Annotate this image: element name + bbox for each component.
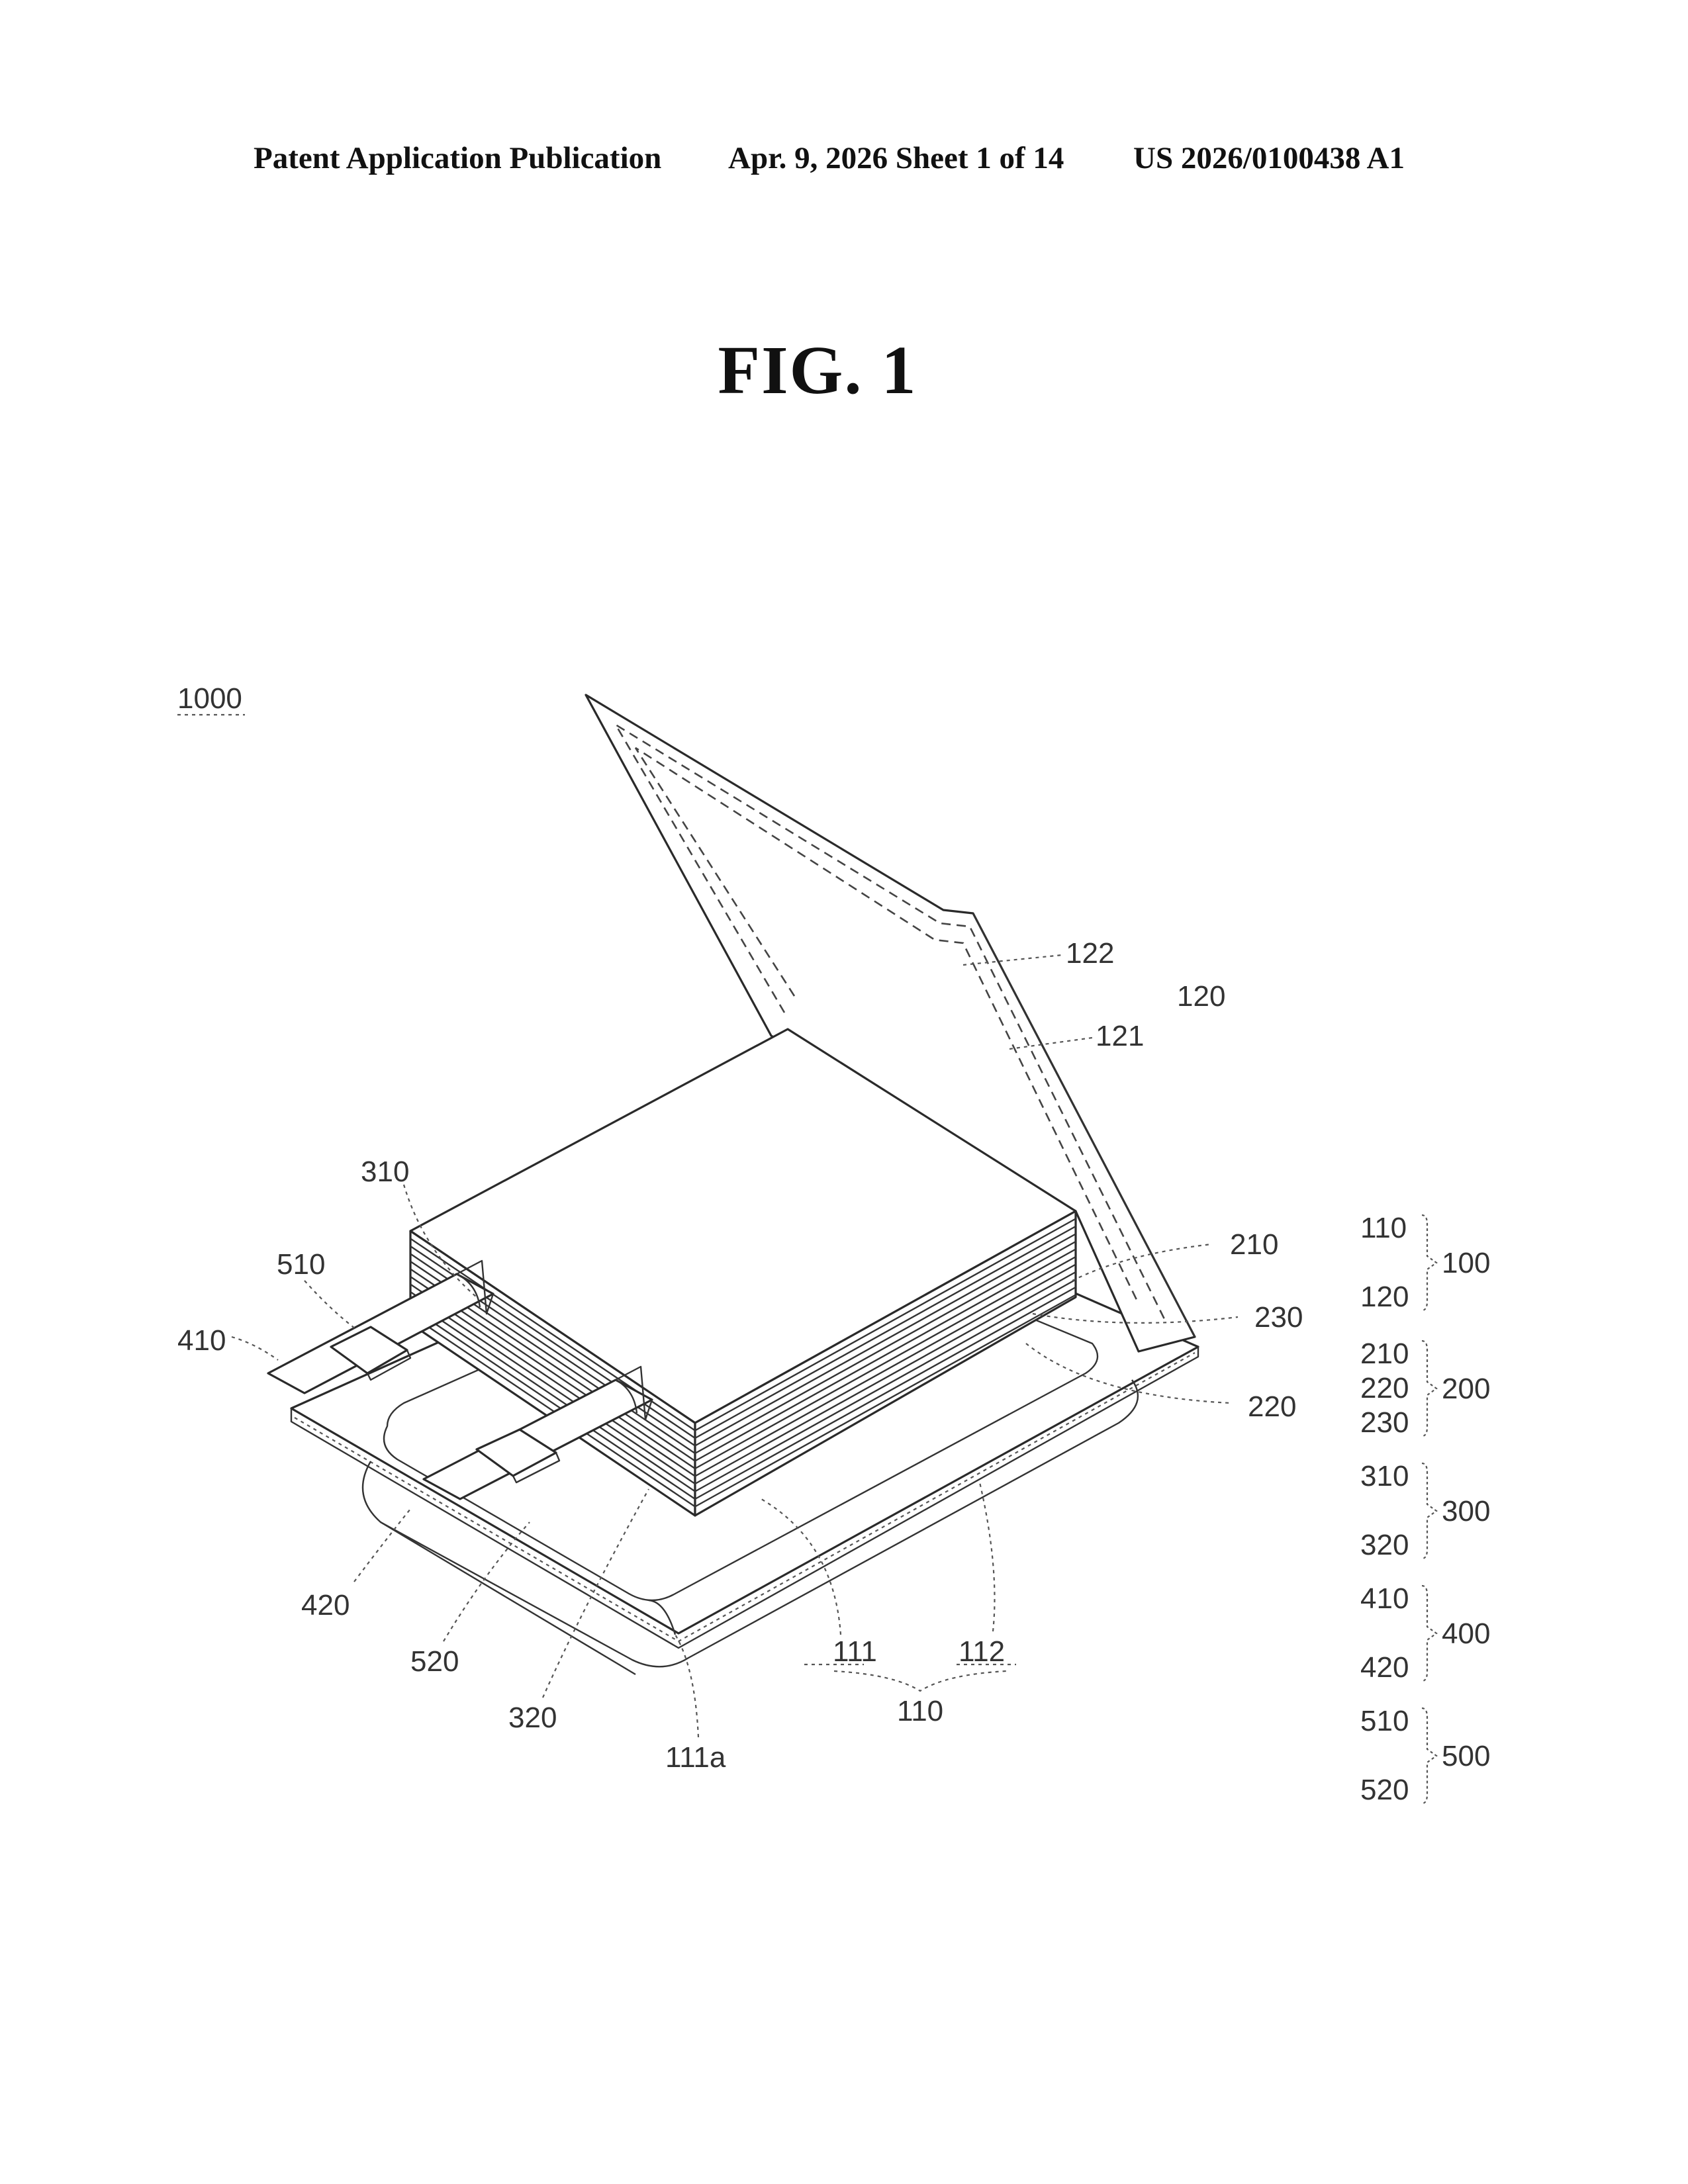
legend-group-3: 300 [1442, 1495, 1490, 1527]
legend-brace-2 [1422, 1341, 1436, 1436]
legend-brace-3 [1422, 1463, 1436, 1559]
label-110: 110 [897, 1695, 943, 1727]
label-510: 510 [277, 1248, 325, 1281]
label-410: 410 [177, 1324, 226, 1357]
legend-part-5-2: 520 [1360, 1774, 1409, 1806]
label-320: 320 [508, 1702, 557, 1734]
legend-group-5: 500 [1442, 1740, 1490, 1772]
label-220: 220 [1248, 1390, 1296, 1423]
legend-brace-5 [1422, 1708, 1436, 1803]
legend-brace-1 [1422, 1215, 1436, 1310]
label-520: 520 [410, 1645, 459, 1678]
label-122: 122 [1066, 937, 1114, 970]
legend-part-2-2: 220 [1360, 1372, 1409, 1404]
label-112: 112 [959, 1635, 1005, 1668]
legend-part-3-2: 320 [1360, 1529, 1409, 1561]
legend-part-4-2: 420 [1360, 1651, 1409, 1684]
legend-group-4: 400 [1442, 1617, 1490, 1650]
label-111: 111 [833, 1635, 877, 1668]
label-121: 121 [1096, 1020, 1144, 1052]
legend-part-4-1: 410 [1360, 1582, 1409, 1615]
legend-part-2-3: 230 [1360, 1406, 1409, 1439]
label-310: 310 [361, 1156, 409, 1188]
legend-part-2-1: 210 [1360, 1338, 1409, 1370]
legend-group-1: 100 [1442, 1247, 1490, 1279]
label-420: 420 [301, 1589, 350, 1621]
label-120: 120 [1177, 980, 1225, 1013]
label-111a: 111a [665, 1741, 726, 1774]
legend-brace-4 [1422, 1586, 1436, 1681]
label-1000: 1000 [177, 682, 242, 715]
legend-part-5-1: 510 [1360, 1705, 1409, 1737]
legend-part-1-1: 110 [1360, 1212, 1407, 1244]
label-230: 230 [1254, 1301, 1303, 1334]
reference-legend: 110 120 100 210220230 200 310 320 300 410 420 400 5… [1360, 1212, 1490, 1806]
legend-part-3-1: 310 [1360, 1460, 1409, 1492]
legend-part-1-2: 120 [1360, 1281, 1409, 1313]
label-210: 210 [1230, 1228, 1278, 1261]
legend-group-2: 200 [1442, 1373, 1490, 1405]
